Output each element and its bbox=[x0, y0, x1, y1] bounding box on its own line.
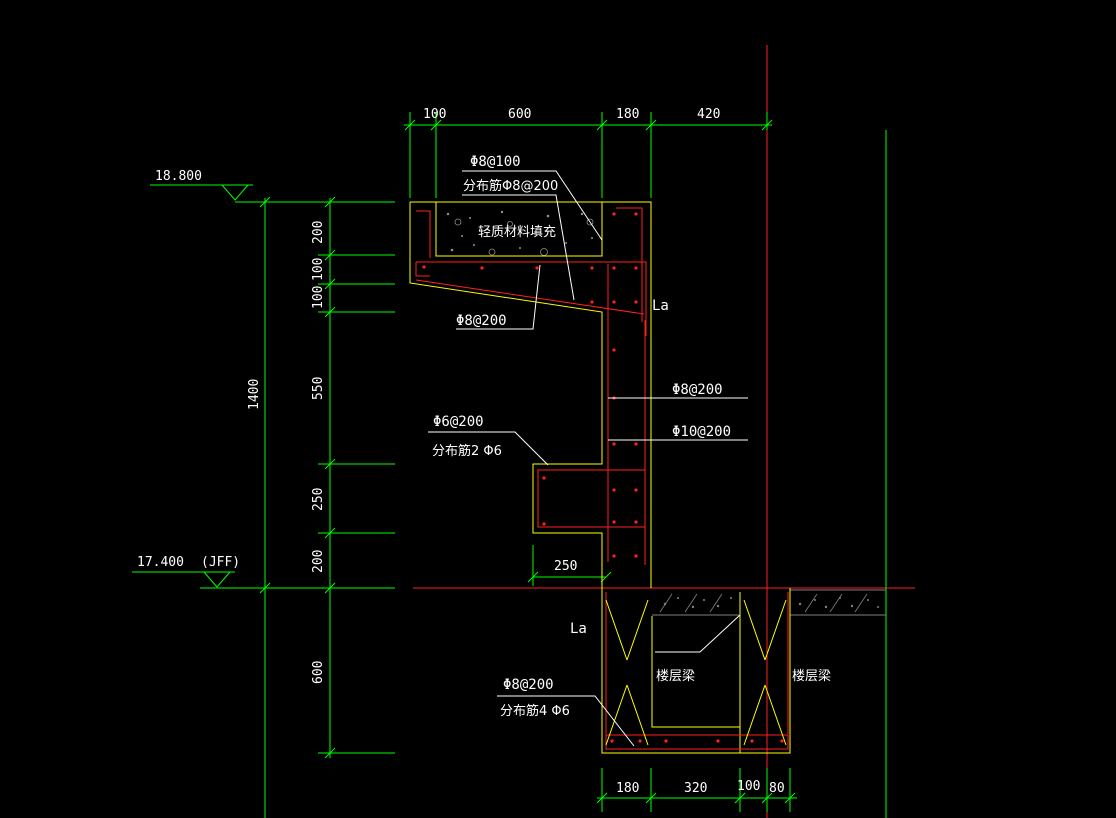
label-wall-rebar-1: Φ8@200 bbox=[672, 382, 723, 398]
dim-offset-250: 250 bbox=[554, 559, 577, 574]
elevation-top: 18.800 bbox=[155, 169, 202, 184]
label-la-bottom: La bbox=[570, 621, 587, 637]
label-ledge-rebar: Φ6@200 bbox=[433, 414, 484, 430]
dim-bottom-100: 100 bbox=[737, 779, 760, 794]
dim-left-600: 600 bbox=[311, 661, 326, 684]
annotation-texts: Φ8@100 分布筋Φ8@200 轻质材料填充 Φ8@200 La Φ8@200… bbox=[432, 154, 831, 719]
beam-stirrup-marks bbox=[605, 599, 787, 746]
leader-lines bbox=[428, 170, 748, 747]
label-fill: 轻质材料填充 bbox=[478, 224, 556, 240]
dim-top-180: 180 bbox=[616, 107, 639, 122]
dim-top-600: 600 bbox=[508, 107, 531, 122]
hatch-areas bbox=[446, 210, 886, 616]
dim-left-200-bottom: 200 bbox=[311, 550, 326, 573]
dim-left-200-top: 200 bbox=[311, 221, 326, 244]
label-wall-rebar-2: Φ10@200 bbox=[672, 424, 731, 440]
label-top-distribution: 分布筋Φ8@200 bbox=[463, 178, 558, 194]
dim-bottom-320: 320 bbox=[684, 781, 707, 796]
label-slab-rebar: Φ8@200 bbox=[456, 313, 507, 329]
dim-left-250: 250 bbox=[311, 488, 326, 511]
rebar-dots bbox=[422, 212, 784, 743]
dim-left-100-b: 100 bbox=[311, 286, 326, 309]
elevation-bottom-note: (JFF) bbox=[201, 555, 240, 570]
label-beam-1: 楼层梁 bbox=[656, 669, 695, 684]
dimension-texts: 100 600 180 420 180 320 100 80 200 100 1… bbox=[137, 107, 785, 796]
dim-left-100-a: 100 bbox=[311, 258, 326, 281]
reference-lines bbox=[413, 45, 915, 818]
label-beam-distribution: 分布筋4 Φ6 bbox=[500, 703, 570, 719]
label-top-rebar: Φ8@100 bbox=[470, 154, 521, 170]
label-la-top: La bbox=[652, 298, 669, 314]
dim-left-550: 550 bbox=[311, 377, 326, 400]
reinforcement bbox=[415, 207, 789, 750]
label-ledge-distribution: 分布筋2 Φ6 bbox=[432, 443, 502, 459]
label-beam-2: 楼层梁 bbox=[792, 669, 831, 684]
concrete-outline bbox=[409, 201, 791, 754]
dim-top-420: 420 bbox=[697, 107, 720, 122]
dim-bottom-180: 180 bbox=[616, 781, 639, 796]
dim-total-1400: 1400 bbox=[247, 379, 262, 410]
dimension-lines bbox=[132, 112, 887, 818]
label-beam-rebar: Φ8@200 bbox=[503, 677, 554, 693]
dim-bottom-80: 80 bbox=[769, 781, 785, 796]
elevation-bottom: 17.400 bbox=[137, 555, 184, 570]
dim-top-100: 100 bbox=[423, 107, 446, 122]
